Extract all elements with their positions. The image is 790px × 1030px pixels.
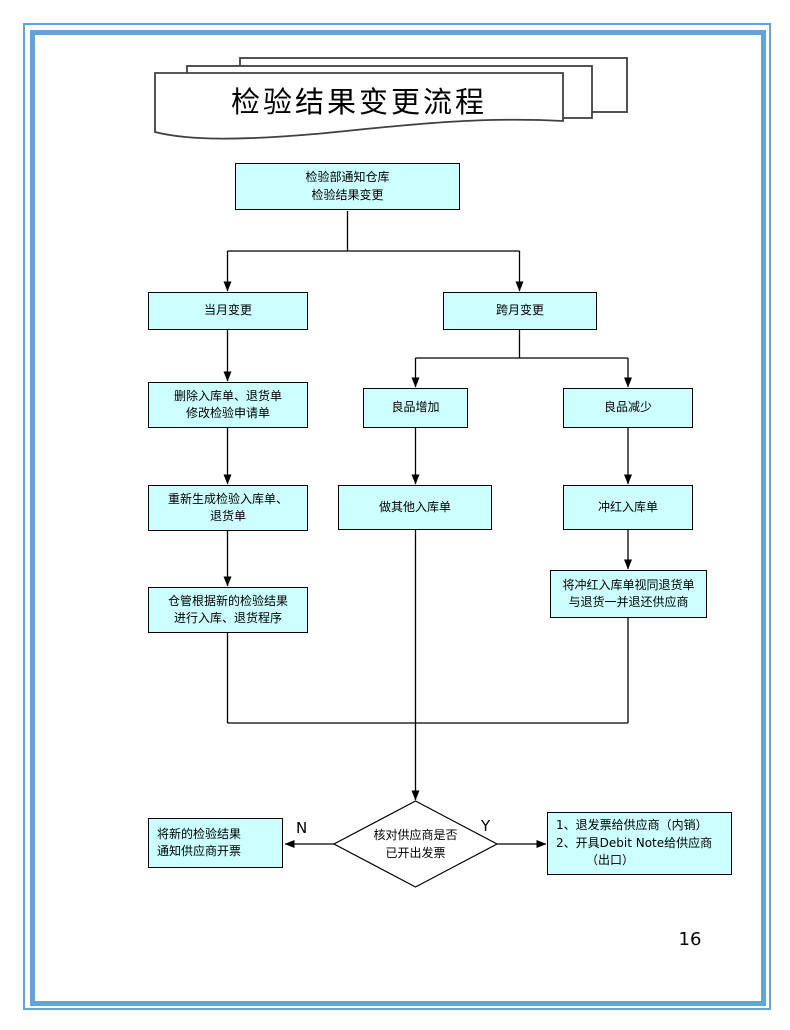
decision-line1: 核对供应商是否 [373, 828, 458, 842]
node-good-increase-label: 良品增加 [391, 400, 440, 415]
node-notify-line1: 检验部通知仓库 [305, 170, 390, 185]
node-invoice-actions: 1、退发票给供应商（内销） 2、开具Debit Note给供应商 （出口） [547, 812, 732, 875]
node-regenerate-line2: 退货单 [209, 509, 246, 523]
node-invoice-actions-line2: 2、开具Debit Note给供应商 [556, 835, 713, 850]
node-good-decrease: 良品减少 [563, 388, 693, 428]
decision-diamond [332, 800, 499, 888]
page-border-inner [30, 30, 766, 1006]
flowchart-title: 检验结果变更流程 [230, 85, 487, 119]
node-notify-supplier-line2: 通知供应商开票 [157, 844, 242, 858]
connector-split-top [227, 211, 520, 252]
node-delete-orders: 删除入库单、退货单 修改检验申请单 [148, 382, 308, 428]
node-cross-month: 跨月变更 [443, 292, 597, 330]
node-warehouse-proc-line2: 进行入库、退货程序 [173, 611, 282, 625]
node-treat-as-return-line1: 将冲红入库单视同退货单 [562, 577, 695, 592]
node-notify-line2: 检验结果变更 [311, 187, 384, 202]
node-treat-as-return-line2: 与退货一并退还供应商 [568, 595, 689, 609]
node-invoice-actions-line1: 1、退发票给供应商（内销） [556, 818, 708, 833]
node-invoice-actions-line3: （出口） [586, 853, 635, 868]
node-cross-month-label: 跨月变更 [495, 303, 544, 318]
node-regenerate: 重新生成检验入库单、 退货单 [148, 485, 308, 531]
node-warehouse-proc-line1: 仓管根据新的检验结果 [167, 593, 288, 608]
node-delete-orders-line1: 删除入库单、退货单 [173, 388, 282, 403]
decision-label: 核对供应商是否 已开出发票 [334, 801, 497, 887]
node-other-entry-label: 做其他入库单 [378, 499, 451, 514]
node-notify-supplier: 将新的检验结果 通知供应商开票 [148, 818, 283, 868]
node-warehouse-proc: 仓管根据新的检验结果 进行入库、退货程序 [148, 587, 308, 633]
branch-label-no: N [296, 819, 308, 837]
page-border-outer [23, 23, 771, 1010]
node-current-month: 当月变更 [148, 292, 308, 330]
node-regenerate-line1: 重新生成检验入库单、 [167, 491, 288, 506]
decision-line2: 已开出发票 [385, 846, 446, 860]
node-treat-as-return: 将冲红入库单视同退货单 与退货一并退还供应商 [550, 570, 707, 618]
node-good-decrease-label: 良品减少 [603, 400, 652, 415]
node-other-entry: 做其他入库单 [338, 485, 492, 530]
banner-sheet-front [154, 72, 564, 140]
node-delete-orders-line2: 修改检验申请单 [185, 406, 270, 420]
connector-split-cross-month [415, 330, 628, 359]
node-current-month-label: 当月变更 [203, 303, 252, 318]
node-red-reverse: 冲红入库单 [563, 485, 693, 530]
node-good-increase: 良品增加 [363, 388, 468, 428]
page-number: 16 [678, 929, 702, 950]
node-notify: 检验部通知仓库 检验结果变更 [235, 163, 460, 210]
branch-label-yes: Y [481, 817, 491, 835]
node-red-reverse-label: 冲红入库单 [597, 499, 658, 514]
node-notify-supplier-line1: 将新的检验结果 [157, 826, 242, 841]
